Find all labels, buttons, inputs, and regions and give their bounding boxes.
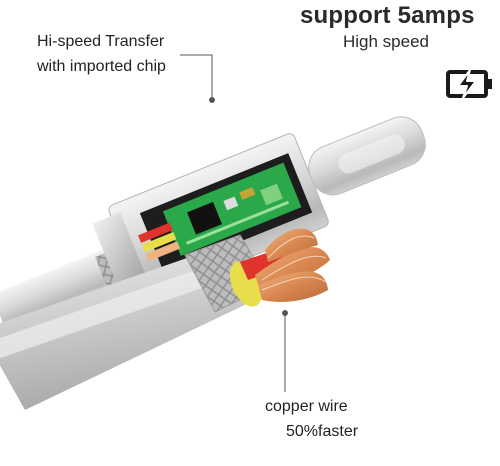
copper-callout-line-2: 50%faster xyxy=(286,423,359,440)
braided-cable xyxy=(0,228,330,410)
copper-strands xyxy=(255,228,330,302)
chip-callout-line-1: Hi-speed Transfer xyxy=(37,33,165,50)
charging-battery-icon xyxy=(446,69,492,99)
usb-c-connector xyxy=(0,116,426,332)
chip-callout-line-2: with imported chip xyxy=(37,58,166,75)
callout-lines xyxy=(180,54,288,392)
headline: support 5amps xyxy=(300,2,475,29)
copper-callout-line-1: copper wire xyxy=(265,398,348,415)
subline: High speed xyxy=(343,32,430,51)
